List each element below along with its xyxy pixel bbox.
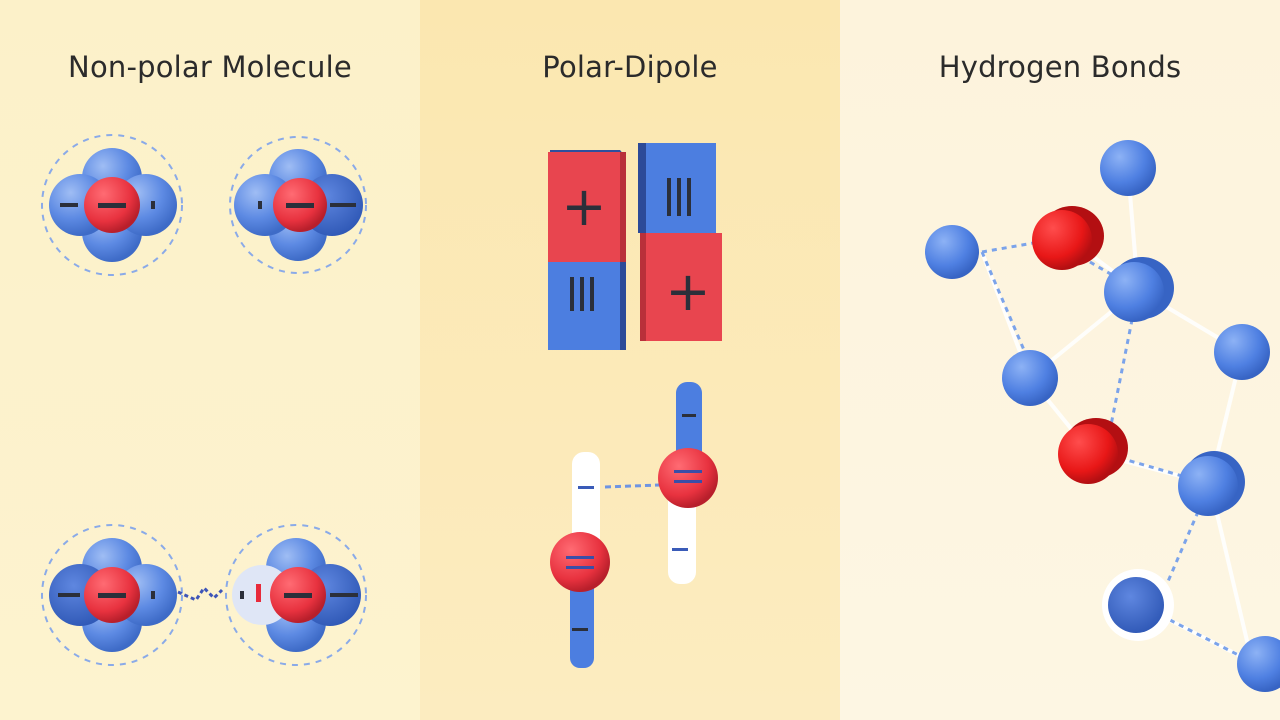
hydrogen-atom	[1100, 140, 1156, 196]
hydrogen-atom	[1104, 257, 1174, 322]
polar-title: Polar-Dipole	[542, 50, 718, 84]
nonpolar-title: Non-polar Molecule	[68, 50, 352, 84]
hydrogen-atom	[1237, 636, 1280, 692]
polar-panel: Polar-Dipole + +	[420, 0, 840, 720]
nonpolar-molecule-top-left	[41, 134, 183, 276]
nonpolar-scene	[41, 134, 367, 666]
hbond-title: Hydrogen Bonds	[938, 50, 1182, 84]
hydrogen-atom	[925, 225, 979, 279]
plus-sign: +	[561, 175, 606, 238]
nonpolar-molecule-bottom-left	[41, 524, 183, 666]
hbond-scene	[925, 140, 1280, 692]
nonpolar-panel: Non-polar Molecule	[0, 0, 420, 720]
induced-dipole-attraction	[177, 585, 224, 602]
stick-dipole-left	[550, 452, 610, 668]
oxygen-atom	[1032, 206, 1104, 270]
hydrogen-atom	[1178, 451, 1245, 516]
plus-sign: +	[665, 260, 710, 323]
polar-scene: + +	[548, 143, 722, 668]
hydrogen-atom	[1214, 324, 1270, 380]
nonpolar-molecule-top-right	[229, 136, 367, 274]
stick-dipole-right	[658, 382, 718, 584]
dipole-block-left: +	[548, 150, 626, 350]
oxygen-atom	[1058, 418, 1128, 484]
hydrogen-atom	[1102, 569, 1174, 641]
nonpolar-molecule-bottom-right	[225, 524, 367, 666]
hbond-panel: Hydrogen Bonds	[840, 0, 1280, 720]
hydrogen-atom	[1002, 350, 1058, 406]
dipole-block-right: +	[638, 143, 722, 341]
dipole-attraction-line	[604, 483, 661, 489]
